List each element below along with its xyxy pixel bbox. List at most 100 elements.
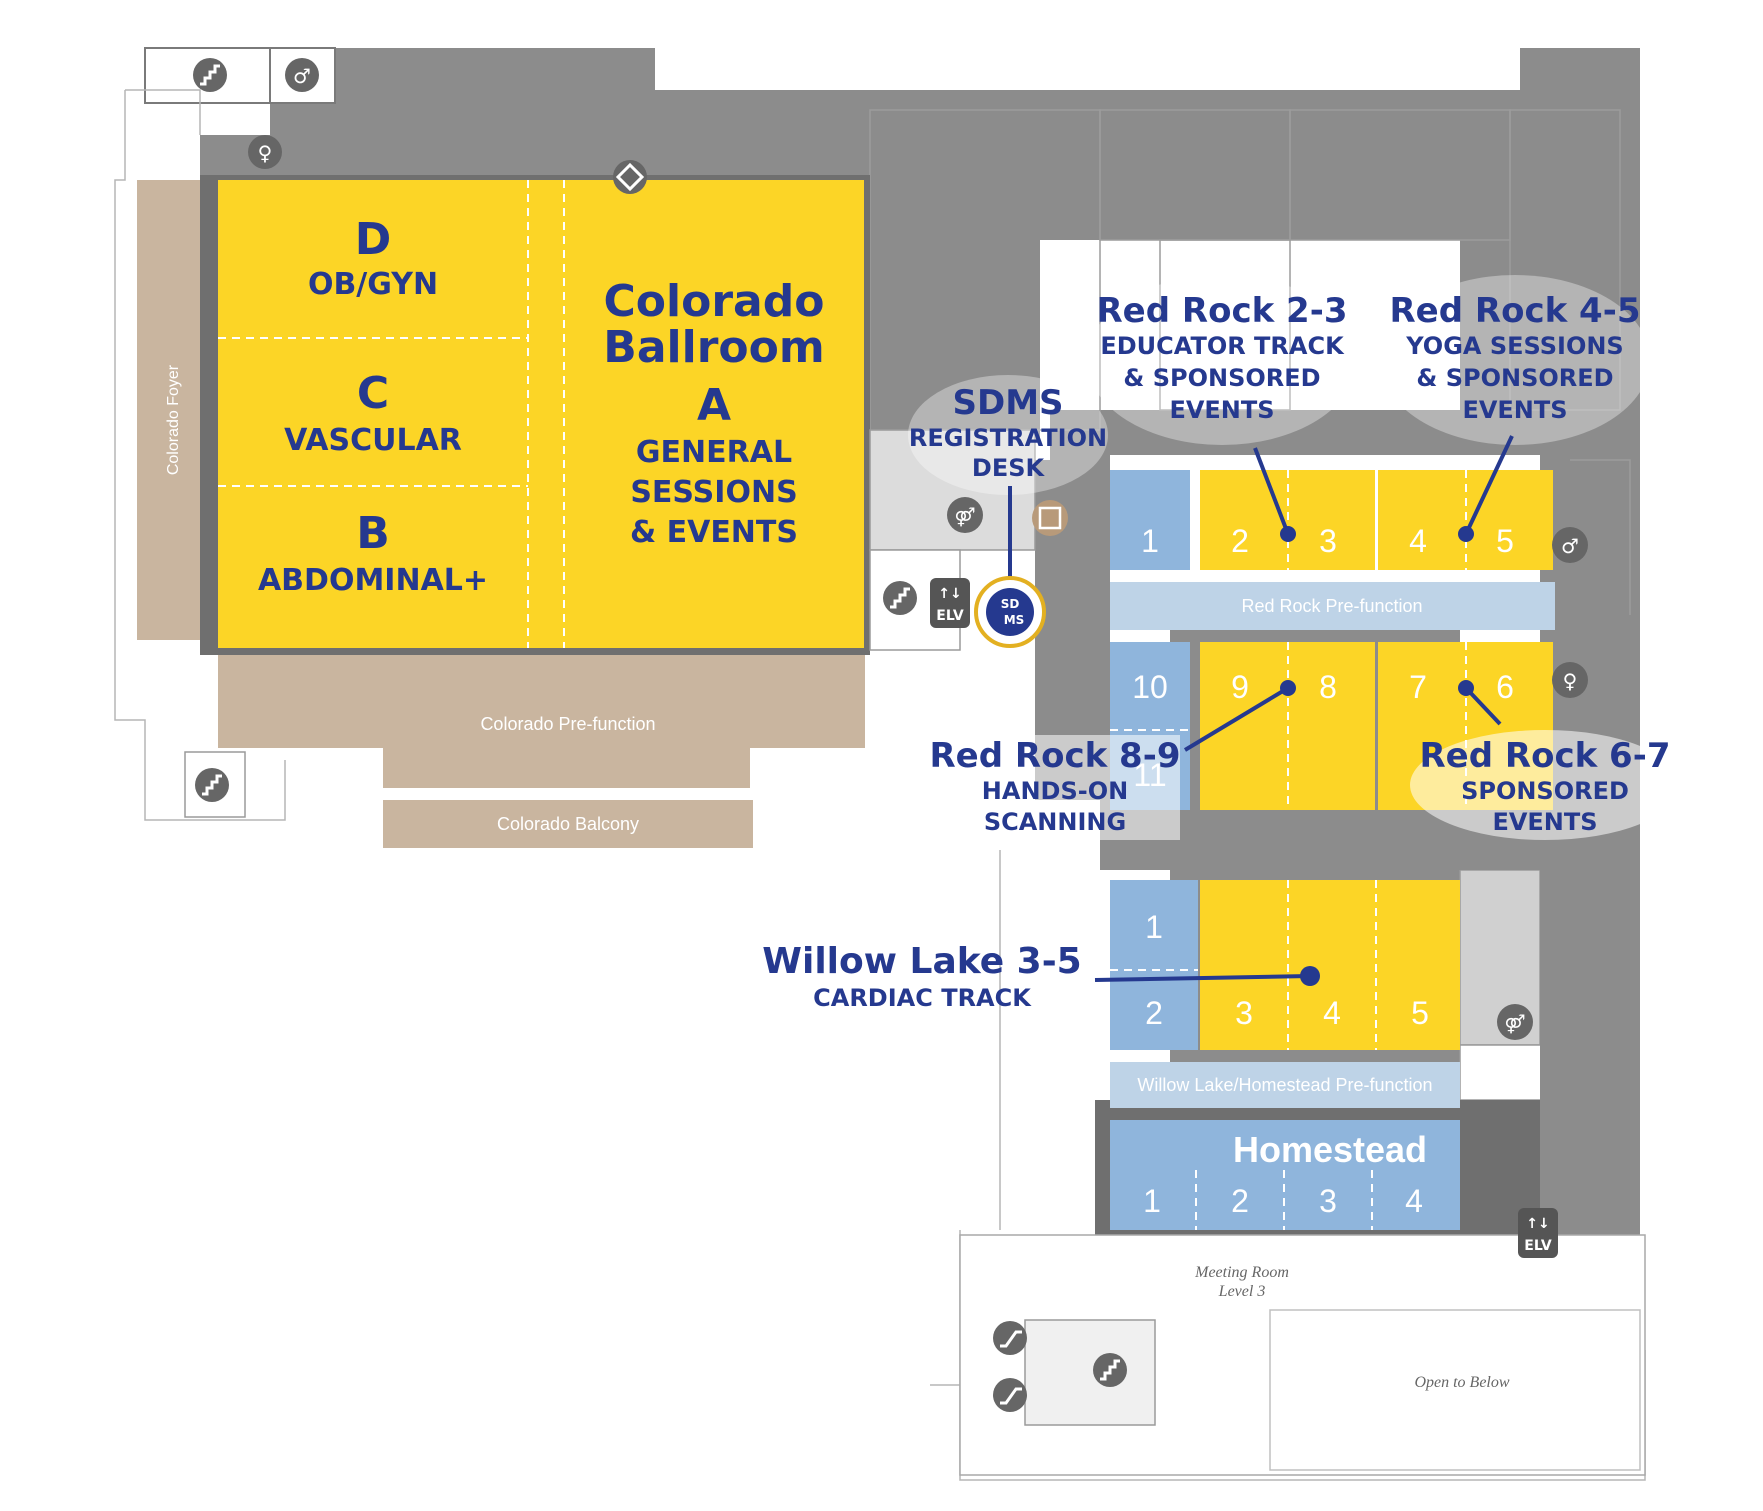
red-rock-room-8: 8	[1319, 669, 1337, 705]
rr89-pointer	[1183, 686, 1290, 752]
glow-rr45	[1380, 275, 1650, 445]
rr45-title: Red Rock 4-5	[1390, 291, 1641, 331]
colorado-a-line1: GENERAL	[636, 435, 792, 470]
room-willow-lake-1[interactable]	[1110, 880, 1198, 970]
colorado-d-letter: D	[355, 214, 392, 265]
willow-pointer-dot	[1300, 966, 1320, 986]
room-willow-lake-3-5[interactable]	[1200, 880, 1460, 1050]
sdms-title: SDMS	[952, 383, 1063, 423]
rr23-line3: EVENTS	[1169, 396, 1274, 424]
rr45-pointer	[1464, 435, 1514, 535]
colorado-c-letter: C	[357, 368, 389, 419]
elevator-icon[interactable]: ↑↓ ELV	[1518, 1208, 1558, 1258]
willow-title: Willow Lake 3-5	[762, 941, 1081, 982]
room-willow-lake-2[interactable]	[1110, 970, 1198, 1050]
homestead-dividers	[1195, 1170, 1373, 1230]
svg-text:⚤: ⚤	[1504, 1014, 1525, 1035]
sdms-logo-bottom: MS	[1004, 613, 1025, 627]
gray-band-left	[1100, 455, 1110, 805]
rr23-line2: & SPONSORED	[1123, 364, 1320, 392]
package-icon[interactable]	[1032, 500, 1068, 536]
svg-text:⚤: ⚤	[954, 507, 975, 528]
restroom-icon[interactable]: ♂	[1552, 527, 1588, 563]
willow-room-2: 2	[1145, 995, 1163, 1031]
glow-rr23	[1087, 275, 1357, 445]
svg-text:♀: ♀	[258, 141, 273, 165]
rr67-pointer-dot	[1458, 680, 1474, 696]
rr89-line2: SCANNING	[984, 808, 1126, 836]
rr23-line1: EDUCATOR TRACK	[1100, 332, 1345, 360]
rr23-pointer-dot	[1280, 526, 1296, 542]
homestead-room-3: 3	[1319, 1183, 1337, 1219]
rr23-title: Red Rock 2-3	[1097, 291, 1348, 331]
homestead: Homestead 1 2 3 4	[1110, 1120, 1460, 1230]
sdms-logo[interactable]: SD MS	[974, 576, 1046, 648]
homestead-room-4: 4	[1405, 1183, 1423, 1219]
room-colorado-a[interactable]	[564, 180, 864, 648]
colorado-c-label: VASCULAR	[284, 423, 462, 458]
sdms-line1: REGISTRATION	[909, 424, 1107, 452]
stairs-icon[interactable]	[195, 768, 229, 802]
rr45-line3: EVENTS	[1462, 396, 1567, 424]
red-rock-room-10: 10	[1132, 669, 1168, 705]
stairs-icon[interactable]	[883, 581, 917, 615]
willow-room-4: 4	[1323, 995, 1341, 1031]
colorado-ballroom-title-2: Ballroom	[603, 322, 824, 373]
rr23-pointer	[1253, 447, 1290, 535]
room-red-rock-10[interactable]	[1110, 642, 1190, 730]
stairs-icon[interactable]	[1093, 1353, 1127, 1387]
center-restroom-block	[869, 429, 1036, 551]
red-rock-prefunction	[1110, 582, 1555, 630]
colorado-balcony-label: Colorado Balcony	[497, 814, 639, 834]
red-rock-room-7: 7	[1409, 669, 1427, 705]
homestead-room-1: 1	[1143, 1183, 1161, 1219]
red-rock-room-3: 3	[1319, 523, 1337, 559]
colorado-b-label: ABDOMINAL+	[258, 563, 488, 598]
open-to-below-label: Open to Below	[1414, 1374, 1509, 1391]
red-rock-room-6: 6	[1496, 669, 1514, 705]
willow-dividers	[1110, 880, 1377, 1050]
rr67-line1: SPONSORED	[1461, 777, 1629, 805]
restroom-icon[interactable]: ⚤	[1497, 1004, 1533, 1040]
svg-text:♂: ♂	[1561, 534, 1579, 558]
colorado-foyer-area	[137, 180, 202, 640]
red-rock-room-5: 5	[1496, 523, 1514, 559]
svg-text:↑↓: ↑↓	[938, 586, 961, 602]
elevator-icon[interactable]: ↑↓ ELV	[930, 578, 970, 628]
callouts: SDMS REGISTRATION DESK SD MS Red Rock 2-…	[762, 275, 1680, 1012]
elevator-label: ELV	[1524, 1238, 1552, 1254]
restroom-icon[interactable]: ♂	[285, 58, 319, 92]
willow-pointer	[1094, 974, 1311, 982]
meeting-room-label-1: Meeting Room	[1194, 1264, 1289, 1281]
willow-line1: CARDIAC TRACK	[813, 984, 1032, 1012]
room-colorado-c[interactable]	[218, 338, 528, 486]
meeting-room-label-2: Level 3	[1218, 1283, 1266, 1300]
escalator-icon[interactable]	[993, 1321, 1027, 1355]
glow-sdms	[908, 375, 1108, 495]
room-red-rock-1[interactable]	[1110, 470, 1190, 570]
escalator-icon[interactable]	[993, 1378, 1027, 1412]
stairs-icon[interactable]	[193, 58, 227, 92]
open-to-below-area	[1269, 1309, 1641, 1471]
colorado-foyer-label: Colorado Foyer	[165, 364, 182, 475]
restroom-icon[interactable]: ♀	[1552, 662, 1588, 698]
colorado-b-letter: B	[356, 508, 390, 559]
wayfinding-icon[interactable]	[613, 160, 647, 194]
room-colorado-b[interactable]	[218, 486, 528, 648]
bottom-labels: Meeting Room Level 3 Open to Below	[1194, 1264, 1510, 1391]
room-colorado-gap	[528, 180, 564, 648]
rr45-pointer-dot	[1458, 526, 1474, 542]
willow-room-3: 3	[1235, 995, 1253, 1031]
colorado-prefunction-label: Colorado Pre-function	[480, 714, 655, 734]
rr89-title: Red Rock 8-9	[930, 736, 1181, 776]
escalator-bank	[1024, 1319, 1156, 1426]
red-rock-room-2: 2	[1231, 523, 1249, 559]
willow-room-5: 5	[1411, 995, 1429, 1031]
rr67-title: Red Rock 6-7	[1420, 736, 1671, 776]
restroom-icon[interactable]: ♀	[248, 135, 282, 169]
svg-text:♂: ♂	[293, 64, 311, 88]
colorado-ballroom-title-1: Colorado	[604, 276, 825, 327]
restroom-icon[interactable]: ⚤	[947, 497, 983, 533]
room-colorado-d[interactable]	[218, 180, 528, 338]
